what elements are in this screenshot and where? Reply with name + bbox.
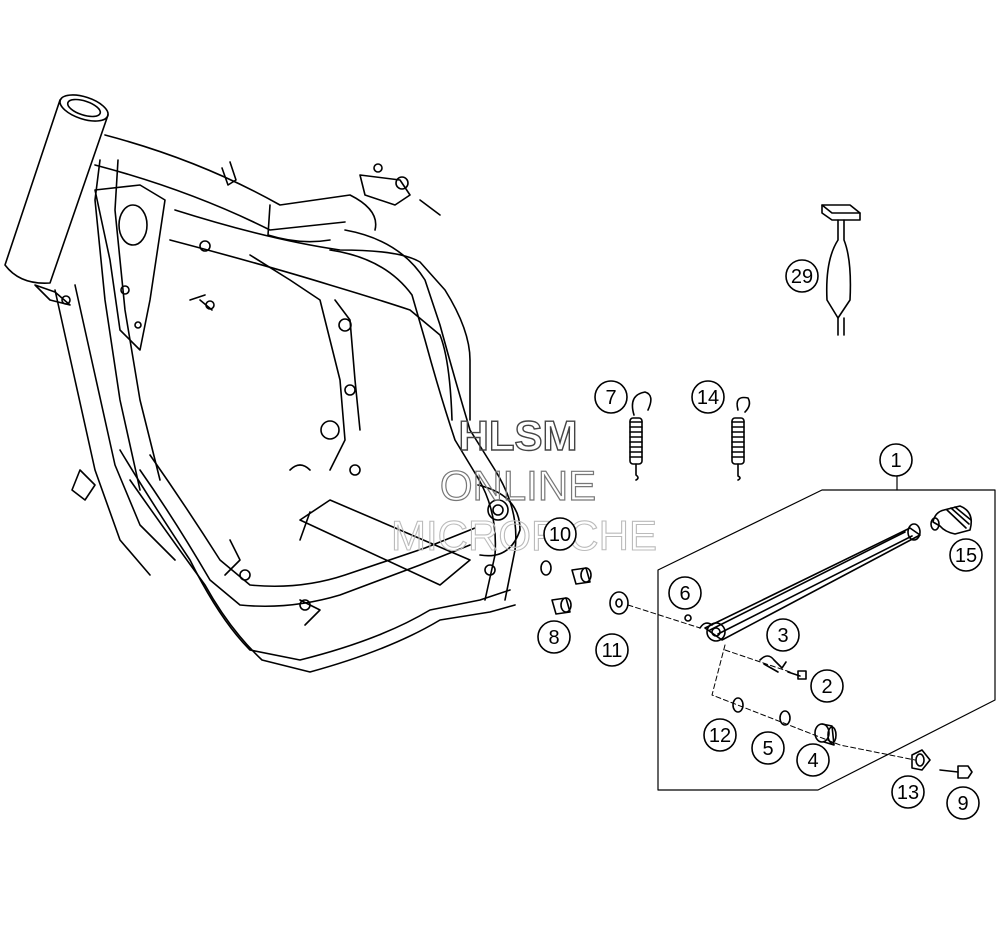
spring-14	[731, 396, 751, 481]
callout-circle	[796, 743, 830, 777]
hook-3	[759, 655, 787, 673]
callout-15: 15	[949, 538, 983, 572]
watermark-line2: ONLINE	[440, 462, 596, 509]
callout-4: 4	[796, 743, 830, 777]
washer-11	[609, 591, 629, 615]
callout-label: 3	[777, 625, 788, 647]
bolt-2	[787, 670, 807, 680]
bushing-10	[540, 560, 592, 585]
callout-circle	[891, 775, 925, 809]
ball-6	[684, 614, 692, 622]
callout-label: 11	[602, 640, 623, 662]
callout-11: 11	[595, 633, 629, 667]
bushing-4	[814, 723, 837, 746]
callout-circle	[810, 669, 844, 703]
callout-29: 29	[785, 259, 819, 293]
callout-circle	[595, 633, 629, 667]
spring-7	[629, 391, 652, 481]
callout-1: 1	[879, 443, 913, 477]
washer-12	[732, 697, 744, 713]
motorcycle-frame	[4, 94, 521, 673]
callout-8: 8	[537, 620, 571, 654]
callout-label: 6	[679, 583, 690, 605]
callout-circle	[668, 576, 702, 610]
callout-10: 10	[543, 517, 577, 551]
callout-circle	[949, 538, 983, 572]
callout-12: 12	[703, 718, 737, 752]
callout-label: 15	[955, 545, 977, 567]
callout-label: 7	[605, 387, 616, 409]
callout-label: 2	[821, 676, 832, 698]
callout-label: 4	[807, 750, 818, 772]
callout-circle	[543, 517, 577, 551]
foot-15	[930, 505, 973, 535]
screw-9	[939, 765, 973, 779]
callout-9: 9	[946, 786, 980, 820]
callout-label: 9	[957, 793, 968, 815]
callout-circle	[946, 786, 980, 820]
callout-13: 13	[891, 775, 925, 809]
callout-5: 5	[751, 731, 785, 765]
callout-circle	[785, 259, 819, 293]
callout-label: 5	[762, 738, 773, 760]
watermark-line3: MICROFICHE	[391, 512, 657, 559]
callout-circle	[879, 443, 913, 477]
callout-label: 8	[548, 627, 559, 649]
callout-circle	[594, 380, 628, 414]
callout-circle	[751, 731, 785, 765]
nut-13	[911, 749, 931, 771]
assembly-lines	[627, 604, 916, 761]
watermark: HLSM ONLINE MICROFICHE	[390, 411, 657, 559]
washer-5	[779, 710, 791, 726]
callout-circle	[766, 618, 800, 652]
callout-label: 14	[697, 387, 719, 409]
callout-circle	[537, 620, 571, 654]
callout-label: 13	[897, 782, 919, 804]
callout-14: 14	[691, 380, 725, 414]
callout-7: 7	[594, 380, 628, 414]
callout-label: 29	[791, 266, 813, 288]
tool-29	[821, 204, 861, 336]
callout-label: 10	[549, 524, 571, 546]
callout-6: 6	[668, 576, 702, 610]
watermark-line1: HLSM	[459, 412, 578, 459]
callout-2: 2	[810, 669, 844, 703]
bushing-8	[551, 597, 572, 615]
callout-label: 12	[709, 725, 731, 747]
callout-circle	[703, 718, 737, 752]
side-stand	[699, 523, 921, 642]
callout-circle	[691, 380, 725, 414]
callout-label: 1	[890, 450, 901, 472]
callout-3: 3	[766, 618, 800, 652]
